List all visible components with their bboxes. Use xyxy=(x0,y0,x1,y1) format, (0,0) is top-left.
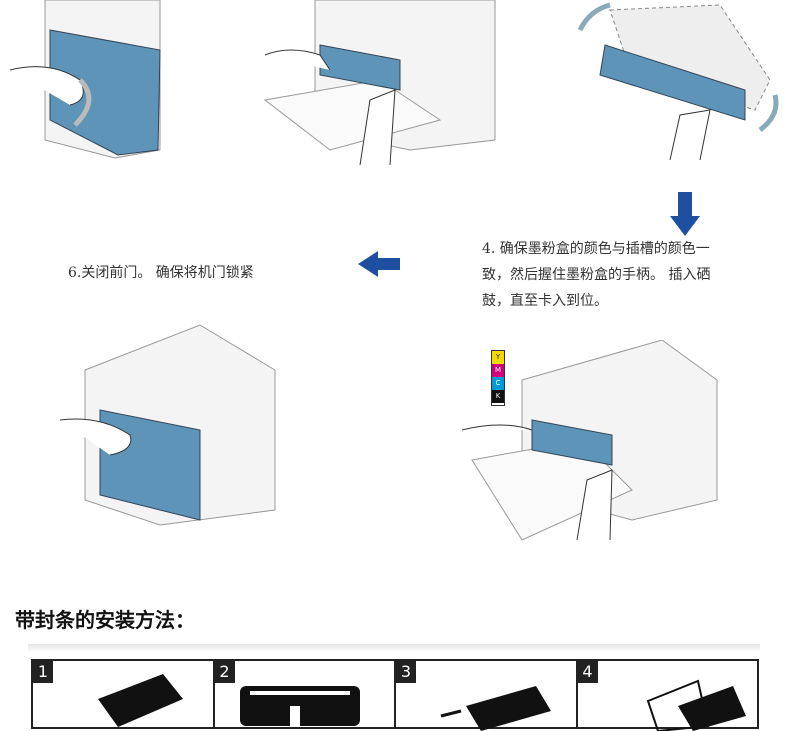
seal-install-panels: 1 2 3 4 xyxy=(31,659,759,731)
panel-4: 4 xyxy=(577,661,758,731)
cartridge-insert-illustration xyxy=(646,679,746,731)
panel-number: 4 xyxy=(577,661,598,683)
cartridge-shake-illustration xyxy=(577,2,779,160)
step-4-text: 4. 确保墨粉盒的颜色与插槽的颜色一致，然后握住墨粉盒的手柄。 插入硒鼓，直至卡… xyxy=(482,241,711,309)
cartridge-color-label: Y M C K xyxy=(491,350,505,406)
panel-3: 3 xyxy=(396,661,578,731)
panel-number: 1 xyxy=(33,661,53,683)
panel-2: 2 xyxy=(214,661,396,727)
panel-number: 2 xyxy=(214,661,235,683)
label-yellow: Y xyxy=(492,351,504,364)
panel-number: 3 xyxy=(396,661,416,683)
cartridge-shake-illustration xyxy=(98,674,183,727)
printer-insert-cartridge-illustration xyxy=(462,340,718,541)
cartridge-seal-illustration xyxy=(239,686,360,726)
arrow-down-icon xyxy=(670,192,700,236)
label-cyan: C xyxy=(492,377,504,390)
cartridge-pull-seal-illustration xyxy=(440,686,551,731)
panel-1: 1 xyxy=(33,661,215,727)
printer-open-door-illustration xyxy=(10,0,161,159)
section-heading: 带封条的安装方法： xyxy=(15,608,195,632)
label-black: K xyxy=(492,390,504,403)
printer-remove-cartridge-illustration xyxy=(263,0,496,166)
printer-close-door-illustration xyxy=(60,324,276,526)
label-magenta: M xyxy=(492,364,504,377)
arrow-left-icon xyxy=(358,251,400,277)
divider xyxy=(28,644,760,652)
step-6-text: 6.关闭前门。 确保将机门锁紧 xyxy=(68,265,254,281)
